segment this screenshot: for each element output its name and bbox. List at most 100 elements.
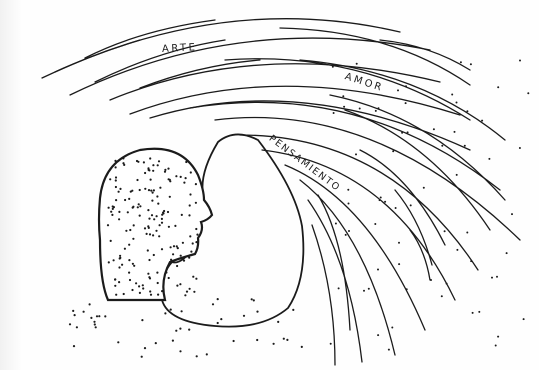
stipple-dot [133, 224, 135, 226]
stipple-dot [456, 102, 458, 104]
stipple-dot [118, 218, 120, 220]
stream-line [240, 135, 478, 270]
stipple-dot [164, 312, 166, 314]
stipple-dot [115, 166, 117, 168]
stipple-dot [122, 162, 124, 164]
stipple-dot [184, 294, 186, 296]
stipple-dot [189, 204, 191, 206]
stipple-dot [277, 321, 279, 323]
stipple-dot [466, 232, 468, 234]
stipple-dot [168, 178, 170, 180]
stipple-dot [152, 192, 154, 194]
stipple-dot [147, 225, 149, 227]
stipple-dot [212, 303, 214, 305]
stipple-dot [141, 356, 143, 358]
stipple-dot [220, 318, 222, 320]
stipple-dot [150, 294, 152, 296]
stipple-dot [466, 110, 468, 112]
stipple-dot [144, 188, 146, 190]
stipple-dot [167, 168, 169, 170]
stipple-dot [206, 353, 208, 355]
stipple-dot [115, 179, 117, 181]
stipple-dot [123, 293, 125, 295]
stipple-dot [253, 299, 255, 301]
stipple-dot [176, 285, 178, 287]
stipple-dot [195, 241, 197, 243]
stipple-dot [122, 157, 124, 159]
stipple-dot [149, 290, 151, 292]
stipple-dot [523, 318, 525, 320]
stipple-dot [144, 227, 146, 229]
stipple-dot [119, 255, 121, 257]
stipple-dot [395, 207, 397, 209]
stipple-dot [519, 147, 521, 149]
stipple-dot [460, 61, 462, 63]
stipple-dot [374, 223, 376, 225]
stipple-dot [189, 235, 191, 237]
stipple-dot [143, 161, 145, 163]
stipple-dot [118, 266, 120, 268]
stipple-dot [256, 339, 258, 341]
stipple-dot [330, 343, 332, 345]
stipple-dot [115, 176, 117, 178]
stipple-dot [345, 234, 347, 236]
stipple-dot [155, 342, 157, 344]
stipple-dot [441, 295, 443, 297]
stipple-dot [497, 86, 499, 88]
stipple-dot [163, 210, 165, 212]
stipple-dot [158, 160, 160, 162]
stipple-dot [144, 172, 146, 174]
stipple-dot [115, 186, 117, 188]
stipple-dot [161, 222, 163, 224]
stipple-dot [165, 271, 167, 273]
stipple-dot [405, 85, 407, 87]
stipple-dot [74, 314, 76, 316]
stipple-dot [384, 201, 386, 203]
stipple-dot [243, 315, 245, 317]
stipple-dot [406, 288, 408, 290]
stipple-dot [152, 170, 154, 172]
stipple-dot [76, 326, 78, 328]
stipple-dot [170, 259, 172, 261]
stipple-dot [136, 179, 138, 181]
stipple-dot [181, 310, 183, 312]
stipple-dot [152, 164, 154, 166]
stipple-dot [119, 188, 121, 190]
stipple-dot [379, 199, 381, 201]
stipple-dot [185, 177, 187, 179]
stipple-dot [107, 224, 109, 226]
stipple-dot [170, 309, 172, 311]
stipple-dot [129, 229, 131, 231]
stipple-dot [109, 178, 111, 180]
stipple-dot [133, 265, 135, 267]
stipple-dot [141, 319, 143, 321]
stipple-dot [333, 112, 335, 114]
stipple-dot [488, 158, 490, 160]
stipple-dot [159, 224, 161, 226]
stipple-dot [175, 175, 177, 177]
stipple-dot [392, 150, 394, 152]
stipple-dot [156, 195, 158, 197]
stipple-dot [388, 349, 390, 351]
stipple-dot [138, 285, 140, 287]
stipple-dot [195, 228, 197, 230]
stipple-dot [196, 355, 198, 357]
stipple-dot [149, 157, 151, 159]
stipple-dot [292, 309, 294, 311]
stipple-dot [478, 311, 480, 313]
stipple-dot [147, 249, 149, 251]
stipple-dot [190, 251, 192, 253]
stipple-dot [135, 282, 137, 284]
stipple-dot [110, 211, 112, 213]
stipple-dot [179, 283, 181, 285]
stipple-dot [169, 180, 171, 182]
stream-line [395, 190, 432, 265]
stipple-dot [481, 120, 483, 122]
stipple-dot [114, 160, 116, 162]
stipple-dot [150, 179, 152, 181]
stipple-dot [456, 174, 458, 176]
stipple-dot [179, 350, 181, 352]
stipple-dot [397, 89, 399, 91]
